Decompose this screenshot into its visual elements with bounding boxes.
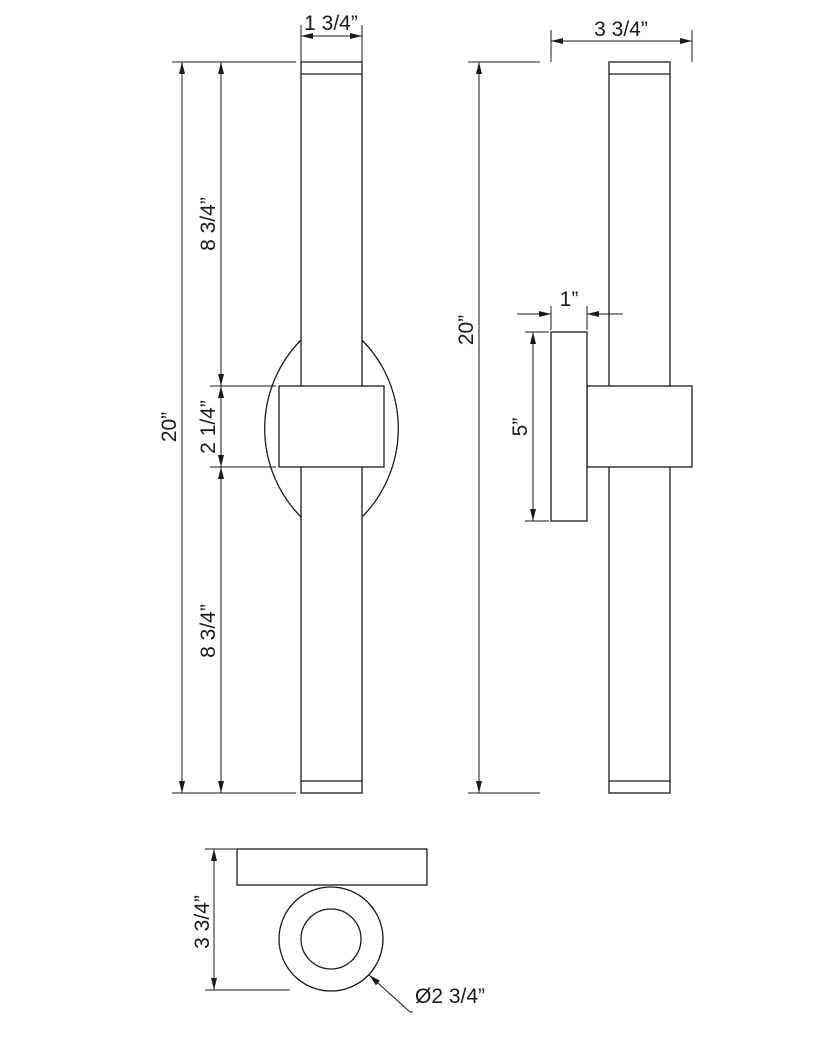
front-center-label: 2 1/4” (197, 400, 220, 454)
top-view: 3 3/4” Ø2 3/4” (191, 848, 485, 1013)
side-view: 3 3/4” 20” 1” 5” (455, 18, 693, 794)
front-upper-label: 8 3/4” (197, 197, 220, 251)
side-backplate (550, 331, 588, 522)
front-backplate-circle (264, 339, 302, 518)
side-height-label: 20” (455, 315, 478, 345)
top-backplate (236, 848, 428, 886)
side-plate-label: 5” (509, 418, 532, 437)
top-tube-inner (300, 908, 362, 970)
top-proj-label: 3 3/4” (191, 895, 214, 949)
front-view: 1 3/4” 20” 8 3/4” 2 1/4” 8 3/4” (158, 12, 399, 794)
top-tube-outer (278, 886, 384, 992)
front-lower-label: 8 3/4” (197, 604, 220, 658)
top-diameter-leader (368, 974, 411, 1013)
side-center-block (586, 385, 693, 468)
top-diameter-label: Ø2 3/4” (415, 985, 485, 1008)
side-thick-label: 1” (560, 288, 579, 311)
front-backplate-circle-right (361, 339, 399, 518)
front-height-label: 20” (158, 412, 181, 442)
side-depth-label: 3 3/4” (594, 18, 648, 41)
front-width-label: 1 3/4” (304, 12, 358, 35)
front-center-block (278, 385, 385, 468)
